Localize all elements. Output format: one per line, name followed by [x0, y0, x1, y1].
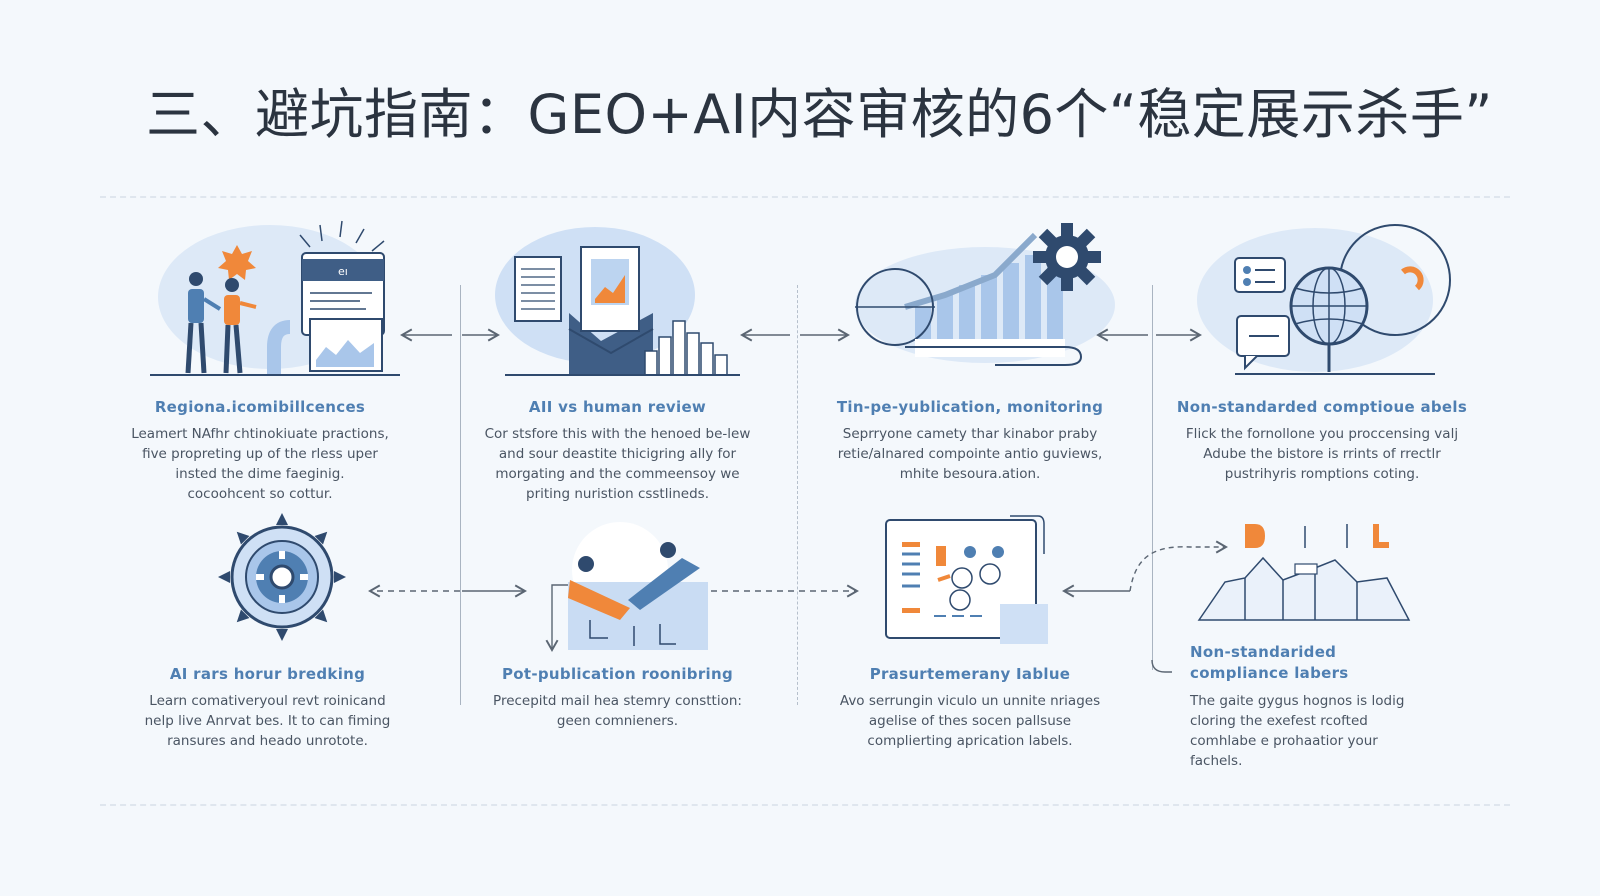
svg-text:eı: eı — [338, 265, 348, 278]
arrow-3col-bottom — [1151, 659, 1172, 673]
item-title-4: Non-standarded comptioue abels — [1176, 398, 1468, 416]
item-title-2: AII vs human review — [528, 398, 707, 416]
item-desc-8: The gaite gygus hognos is lodig cloring … — [1190, 693, 1405, 769]
column-divider-3 — [1152, 285, 1153, 670]
item-desc-6: Precepitd mail hea stemry consttion: gee… — [493, 693, 742, 729]
item-desc-3: Seprryone camety thar kinabor praby reti… — [837, 426, 1103, 482]
globe-chat-icon — [1197, 224, 1451, 375]
handshake-icon — [568, 522, 708, 650]
item-title-8: Non-standarided compliance labers — [1190, 643, 1349, 682]
item-title-5: AI rars horur bredking — [169, 665, 366, 683]
item-title-3: Tin-pe-yublication, monitoring — [836, 398, 1104, 416]
column-divider-1 — [460, 285, 461, 705]
page-title: 三、避坑指南：GEO+AI内容审核的6个“稳定展示杀手” — [146, 83, 1493, 146]
gear-chart-icon — [855, 223, 1115, 366]
board-dashboard-icon — [885, 515, 1048, 644]
item-title-7: Prasurtemerany Iablue — [869, 665, 1071, 683]
document-review-icon — [495, 227, 740, 376]
item-desc-7: Avo serrungin viculo un unnite nriages a… — [839, 693, 1101, 749]
column-divider-2 — [797, 285, 798, 705]
team-dashboard-icon: eı — [150, 220, 400, 376]
arrow-7-8-curve — [1129, 540, 1228, 592]
item-desc-4: Flick the fornollone you proccensing val… — [1185, 426, 1459, 482]
cog-icon — [218, 513, 346, 641]
item-title-1: Regiona.icomibillcences — [154, 398, 366, 416]
item-desc-2: Cor stsfore this with the henoed be-lew … — [484, 426, 751, 502]
label-chart-icon — [1197, 524, 1411, 621]
top-divider — [100, 196, 1510, 198]
item-desc-5: Learn comativeryoul revt roinicand nelp … — [144, 693, 391, 749]
arrow-6-down — [545, 584, 575, 652]
item-title-6: Pot-publication roonibring — [502, 665, 733, 683]
bottom-divider — [100, 804, 1510, 806]
item-desc-1: Leamert NAfhr chtinokiuate practions, fi… — [131, 426, 389, 502]
